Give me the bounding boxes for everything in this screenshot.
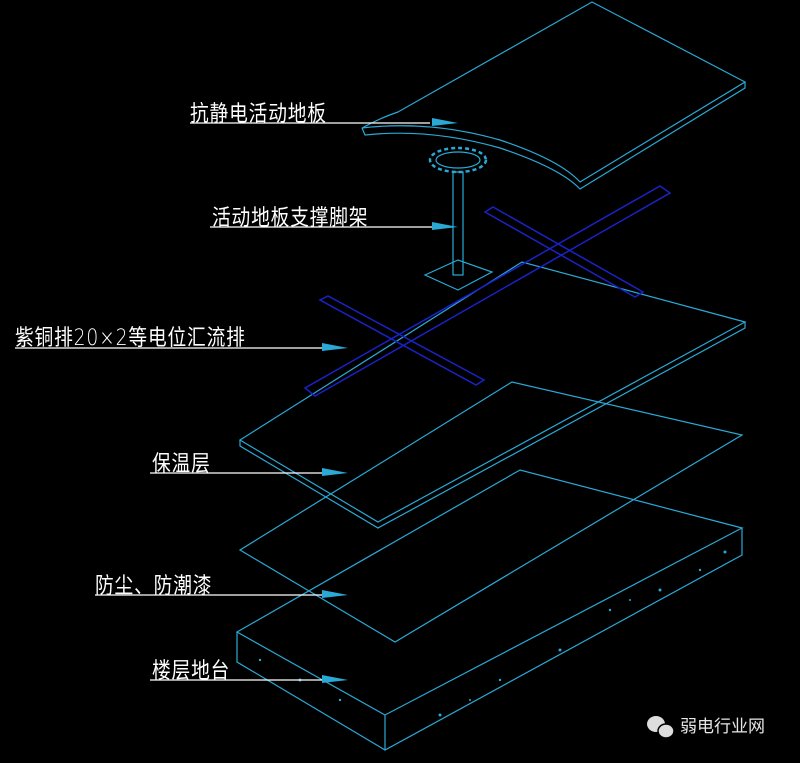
label-insulation: 保温层 [152,452,211,477]
leader-lines [15,122,450,681]
dustproof-layer [238,381,744,643]
watermark-text: 弱电行业网 [680,717,765,737]
label-copper-bar: 紫铜排20×2等电位汇流排 [15,326,246,351]
floor-slab [235,469,744,751]
copper-bar [303,185,672,397]
insulation-layer [238,261,747,529]
label-floor-panel: 抗静电活动地板 [190,102,327,127]
label-dustproof: 防尘、防潮漆 [95,574,213,599]
watermark: 弱电行业网 [680,712,765,737]
floor-panel [361,1,747,190]
arrowheads [322,118,458,683]
label-support: 活动地板支撑脚架 [212,206,369,231]
label-slab: 楼层地台 [152,659,231,684]
support-pedestal [423,146,494,291]
wechat-icon [647,716,675,739]
